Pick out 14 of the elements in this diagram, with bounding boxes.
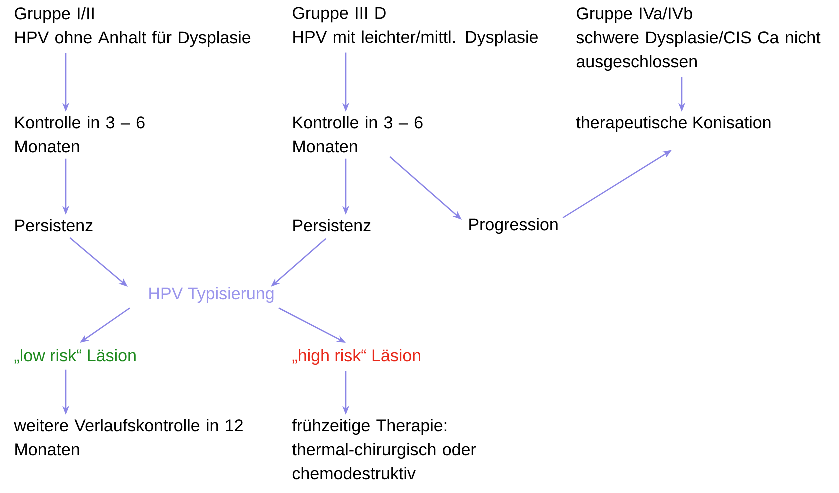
- step-text: Gruppe IVa/IVb schwere Dysplasie/CIS Ca nicht ausgeschlossen: [576, 7, 821, 72]
- step-text: Kontrolle in 3 – 6 Monaten: [16, 116, 145, 153]
- step-text: Kontrolle in 3 – 6 Monaten: [294, 116, 423, 153]
- step-text: frühzeitige Therapie: thermal-chirurgisch oder chemodestruktiv: [292, 419, 476, 480]
- step-text: Gruppe I/II HPV ohne Anhalt für Dysplasie: [15, 7, 251, 48]
- step-text: Progression: [470, 218, 558, 234]
- step-text: weitere Verlaufskontrolle in 12 Monaten: [14, 419, 243, 456]
- step-text: therapeutische Konisation: [576, 116, 771, 132]
- step-text: HPV Typisierung: [150, 287, 274, 304]
- step-text: „high risk“ Läsion: [292, 349, 420, 366]
- step-text: Gruppe III D HPV mit leichter/mittl. Dysplasie: [293, 7, 538, 47]
- step-text: Persistenz: [294, 219, 371, 232]
- step-text: „low risk“ Läsion: [14, 349, 136, 364]
- step-text: Persistenz: [16, 219, 93, 232]
